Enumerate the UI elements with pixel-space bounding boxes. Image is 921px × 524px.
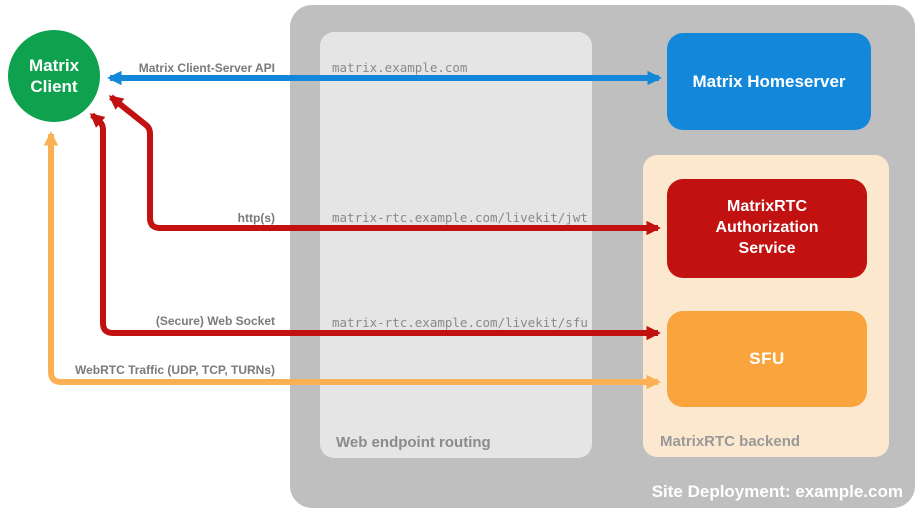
matrixrtc-backend-label: MatrixRTC backend [660, 433, 801, 450]
matrix-homeserver-label: Matrix Homeserver [692, 71, 846, 91]
node-matrix-client: Matrix Client [8, 30, 100, 122]
site-deployment-label: Site Deployment: example.com [651, 482, 903, 501]
endpoint-url-homeserver: matrix.example.com [332, 60, 468, 75]
node-matrix-homeserver: Matrix Homeserver [667, 33, 871, 130]
web-endpoint-routing-label: Web endpoint routing [336, 434, 491, 451]
endpoint-url-livekit-sfu: matrix-rtc.example.com/livekit/sfu [332, 315, 588, 330]
matrixrtc-authorization-service-label: MatrixRTC Authorization Service [715, 198, 819, 257]
node-matrixrtc-authorization-service: MatrixRTC Authorization Service [667, 179, 867, 278]
connection-label-https: http(s) [237, 211, 275, 225]
endpoint-url-livekit-jwt: matrix-rtc.example.com/livekit/jwt [332, 210, 588, 225]
connection-label-webrtc-traffic: WebRTC Traffic (UDP, TCP, TURNs) [74, 363, 275, 377]
node-sfu: SFU [667, 311, 867, 407]
sfu-label: SFU [749, 349, 785, 368]
matrix-client-label: Matrix Client [28, 55, 80, 96]
connection-label-web-socket: (Secure) Web Socket [155, 314, 275, 328]
web-endpoint-routing-group: Web endpoint routing [320, 32, 592, 458]
